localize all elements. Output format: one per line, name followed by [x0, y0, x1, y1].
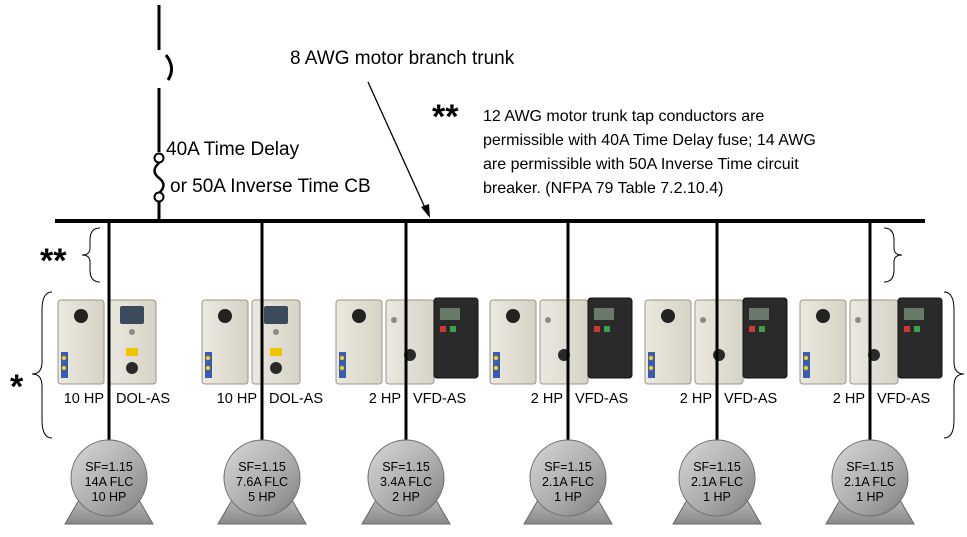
motor-icon	[672, 439, 762, 525]
vfd-starter-icon	[335, 297, 479, 385]
motor-hp-label: 5 HP	[248, 490, 276, 504]
motor-flc-label: 14A FLC	[85, 475, 134, 489]
starter-hp-label: 10 HP	[217, 391, 257, 407]
fuse-label: 40A Time Delay	[166, 139, 300, 160]
note-line: 12 AWG motor trunk tap conductors are	[483, 108, 764, 125]
starter-type-label: DOL-AS	[116, 391, 170, 407]
trunk-pointer-arrow	[367, 81, 430, 218]
motor-icon	[64, 439, 154, 525]
note-line: are permissible with 50A Inverse Time ci…	[483, 156, 799, 173]
vfd-starter-icon	[489, 297, 633, 385]
motor-sf-label: SF=1.15	[693, 460, 741, 474]
motor-branch	[799, 221, 943, 525]
fuse-icon	[153, 162, 165, 194]
left-starter-brace	[31, 291, 53, 439]
starter-hp-label: 2 HP	[680, 391, 712, 407]
motor-sf-label: SF=1.15	[846, 460, 894, 474]
motor-icon	[825, 439, 915, 525]
starter-type-label: VFD-AS	[877, 391, 930, 407]
motor-branch	[335, 221, 479, 525]
breaker-label: or 50A Inverse Time CB	[170, 176, 371, 197]
dol-starter-icon	[57, 299, 157, 385]
motor-sf-label: SF=1.15	[544, 460, 592, 474]
tap-conductor-marker: **	[40, 242, 67, 280]
motor-branch	[57, 221, 157, 525]
starter-marker: *	[10, 368, 24, 406]
motor-flc-label: 2.1A FLC	[844, 475, 896, 489]
note-line: permissible with 40A Time Delay fuse; 14…	[483, 132, 816, 149]
vfd-starter-icon	[799, 297, 943, 385]
dol-starter-icon	[201, 299, 301, 385]
trunk-label: 8 AWG motor branch trunk	[290, 48, 515, 69]
motor-sf-label: SF=1.15	[85, 460, 133, 474]
starter-type-label: VFD-AS	[575, 391, 628, 407]
motor-hp-label: 1 HP	[856, 490, 884, 504]
motor-icon	[361, 439, 451, 525]
starter-type-label: VFD-AS	[413, 391, 466, 407]
motor-icon	[523, 439, 613, 525]
starter-hp-label: 2 HP	[833, 391, 865, 407]
motor-flc-label: 2.1A FLC	[542, 475, 594, 489]
vfd-starter-icon	[644, 297, 788, 385]
disconnect-switch-icon	[164, 54, 173, 81]
motor-hp-label: 10 HP	[92, 490, 127, 504]
starter-type-label: VFD-AS	[724, 391, 777, 407]
starter-hp-label: 2 HP	[369, 391, 401, 407]
fuse-terminal-top-icon	[153, 152, 165, 164]
motor-hp-label: 1 HP	[554, 490, 582, 504]
fuse-terminal-bottom-icon	[153, 191, 165, 203]
left-tap-brace	[81, 227, 101, 283]
motor-flc-label: 2.1A FLC	[691, 475, 743, 489]
motor-branch	[644, 221, 788, 525]
motor-icon	[217, 439, 307, 525]
starter-hp-label: 2 HP	[531, 391, 563, 407]
motor-sf-label: SF=1.15	[382, 460, 430, 474]
motor-hp-label: 1 HP	[703, 490, 731, 504]
motor-branch	[201, 221, 307, 525]
starter-type-label: DOL-AS	[269, 391, 323, 407]
motor-flc-label: 3.4A FLC	[380, 475, 432, 489]
incoming-supply	[153, 5, 173, 221]
right-tap-brace	[883, 227, 903, 283]
motor-branch	[489, 221, 633, 525]
note-marker: **	[432, 98, 459, 136]
right-starter-brace	[943, 291, 965, 439]
motor-flc-label: 7.6A FLC	[236, 475, 288, 489]
note-line: breaker. (NFPA 79 Table 7.2.10.4)	[483, 180, 723, 197]
motor-hp-label: 2 HP	[392, 490, 420, 504]
motor-sf-label: SF=1.15	[238, 460, 286, 474]
starter-hp-label: 10 HP	[64, 391, 104, 407]
